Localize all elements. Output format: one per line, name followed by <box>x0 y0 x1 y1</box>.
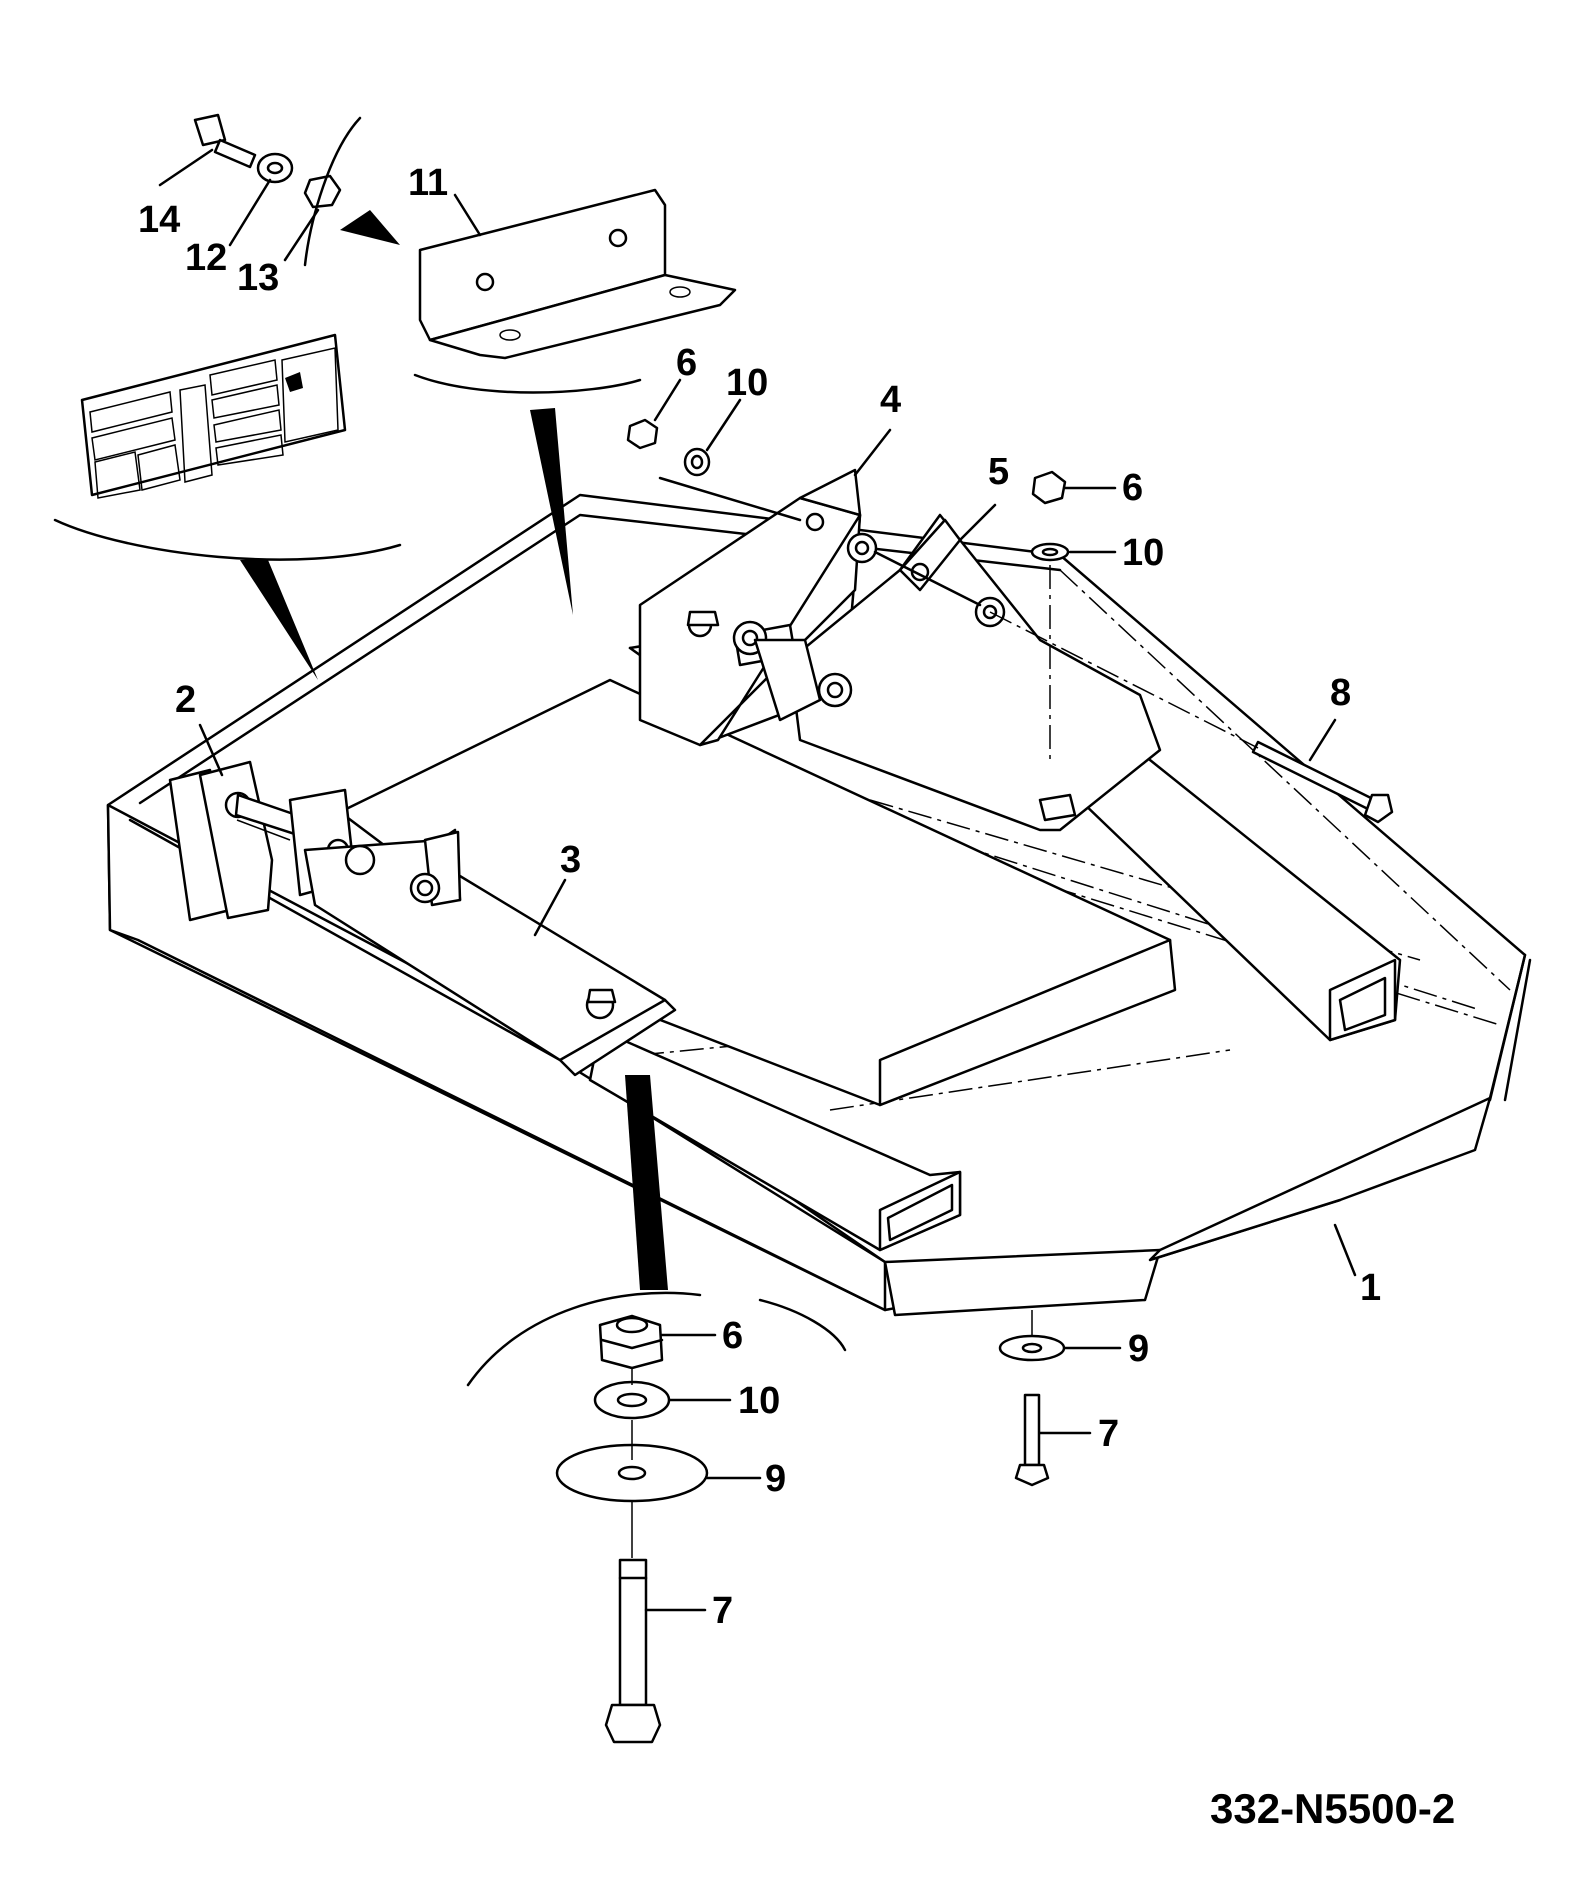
pin-shafts <box>236 476 982 841</box>
callout-5: 5 <box>988 451 1009 493</box>
callout-9-detail: 9 <box>765 1458 786 1500</box>
callout-3: 3 <box>560 839 581 881</box>
drawing-code: 332-N5500-2 <box>1210 1785 1455 1832</box>
long-bolt-8 <box>989 611 1394 824</box>
callout-4: 4 <box>880 379 901 421</box>
callout-7-detail: 7 <box>712 1590 733 1632</box>
callout-2: 2 <box>175 679 196 721</box>
angle-bracket-11 <box>418 188 737 360</box>
bracket-plate-left <box>303 828 677 1077</box>
bracket-hardware <box>158 113 342 262</box>
rear-hardware-nut-washer <box>626 418 1070 760</box>
detail-circle-hardware <box>466 1075 847 1744</box>
callout-9-right: 9 <box>1128 1328 1149 1370</box>
callout-12: 12 <box>185 237 227 279</box>
callout-13: 13 <box>237 257 279 299</box>
callout-10-detail: 10 <box>738 1380 780 1422</box>
callout-14: 14 <box>138 199 180 241</box>
right-hardware-washer-bolt <box>998 1310 1066 1487</box>
callout-6-top: 6 <box>676 342 697 384</box>
callout-10-right: 10 <box>1122 532 1164 574</box>
bracket-rear-5 <box>753 513 1162 832</box>
callout-8: 8 <box>1330 672 1351 714</box>
callout-7-right: 7 <box>1098 1413 1119 1455</box>
callout-labels: 1 2 3 4 5 6 10 6 10 8 11 14 12 13 6 10 9… <box>138 162 1455 1832</box>
detail-circle-bracket <box>303 116 642 615</box>
callout-6-detail: 6 <box>722 1315 743 1357</box>
callout-10-top: 10 <box>726 362 768 404</box>
callout-6-right: 6 <box>1122 467 1143 509</box>
leader-lines <box>198 193 1357 1612</box>
detail-circle-decal <box>53 518 402 680</box>
decal-label <box>80 333 347 499</box>
callout-1: 1 <box>1360 1267 1381 1309</box>
callout-11: 11 <box>408 162 448 204</box>
